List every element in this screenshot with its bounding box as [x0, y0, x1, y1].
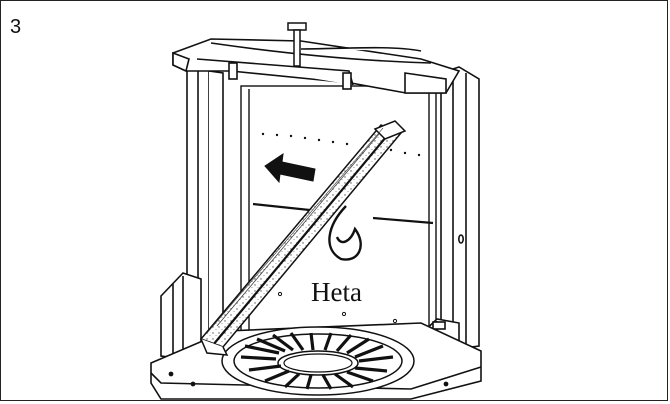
weighing-pan: [221, 326, 415, 396]
panel-marks: [252, 202, 434, 225]
top-frame-lid: [172, 38, 461, 94]
arrow-left-icon: [264, 152, 316, 184]
step-number: 3: [10, 16, 22, 38]
right-column: [440, 66, 480, 352]
left-front-post: [160, 272, 202, 362]
brand-logo-drop: [328, 205, 362, 261]
lid-handle: [287, 22, 307, 67]
ventilation-holes: [261, 132, 421, 333]
side-glass-panel-removed: [199, 120, 407, 356]
brand-name: Heta: [311, 277, 362, 307]
